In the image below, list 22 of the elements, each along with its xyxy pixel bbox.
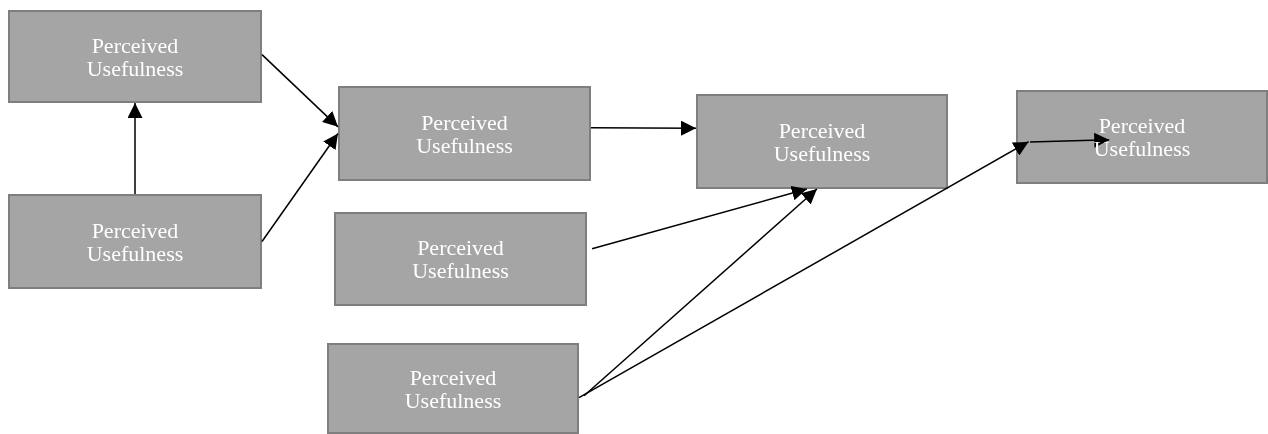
process-box xyxy=(327,343,579,434)
node-label: Perceived Usefulness xyxy=(85,33,185,80)
process-box xyxy=(8,194,262,289)
process-box xyxy=(334,212,587,306)
arrow xyxy=(1029,132,1110,148)
node-label: Perceived Usefulness xyxy=(403,365,503,412)
node-label: Perceived Usefulness xyxy=(1092,114,1192,160)
arrow xyxy=(578,140,1030,399)
arrow xyxy=(590,120,697,136)
arrow xyxy=(591,185,808,250)
process-box xyxy=(696,94,948,189)
arrow xyxy=(583,188,818,397)
process-box xyxy=(8,10,262,103)
node-label: Perceived Usefulness xyxy=(411,236,510,282)
arrow xyxy=(261,53,339,128)
node-label: Perceived Usefulness xyxy=(85,218,185,265)
arrow xyxy=(127,102,143,195)
node-label: Perceived Usefulness xyxy=(772,118,872,165)
arrow xyxy=(261,132,339,243)
process-box xyxy=(1016,90,1268,184)
process-box xyxy=(338,86,591,181)
node-label: Perceived Usefulness xyxy=(415,110,514,157)
